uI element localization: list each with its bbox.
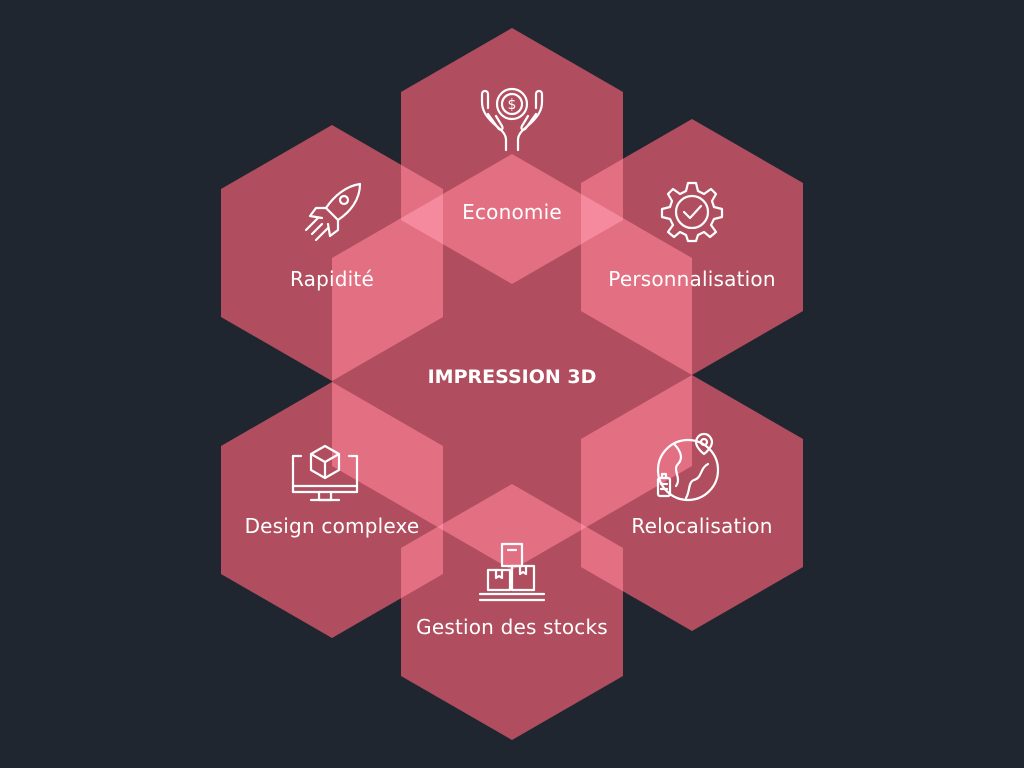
- label-personnalisation: Personnalisation: [608, 267, 776, 291]
- label-relocalisation: Relocalisation: [631, 514, 773, 538]
- label-gestion-des-stocks: Gestion des stocks: [416, 615, 608, 639]
- gear-check-icon: [660, 181, 724, 243]
- label-rapidite: Rapidité: [290, 267, 374, 291]
- hex-personnalisation: [581, 119, 803, 375]
- label-design-complexe: Design complexe: [244, 514, 420, 538]
- dollar-hands-icon: $: [480, 87, 544, 152]
- monitor-cube-icon: [291, 444, 359, 502]
- globe-pin-icon: [656, 432, 720, 502]
- svg-text:$: $: [508, 97, 517, 113]
- hex-design-complexe: [221, 382, 443, 638]
- hex-economie: [401, 28, 623, 284]
- hex-gestion-des-stocks: [401, 484, 623, 740]
- rocket-icon: [304, 182, 362, 242]
- hex-relocalisation: [581, 375, 803, 631]
- label-economie: Economie: [462, 200, 562, 224]
- hex-rapidite: [221, 125, 443, 381]
- boxes-icon: [478, 542, 546, 602]
- center-title: IMPRESSION 3D: [427, 366, 597, 388]
